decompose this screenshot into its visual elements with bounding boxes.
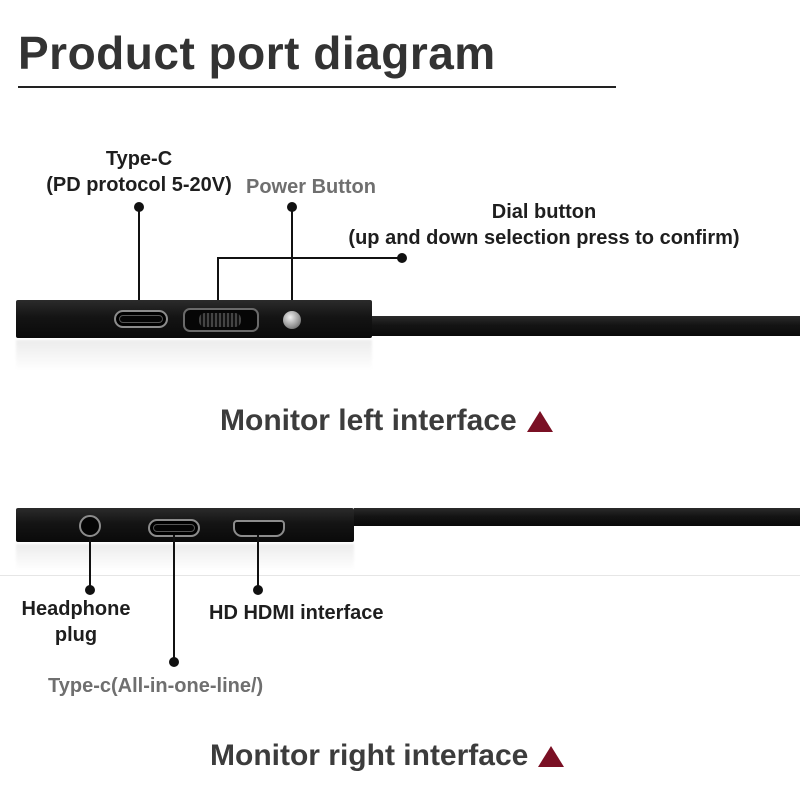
monitor-left-screen-edge: [372, 316, 800, 336]
power-button-label: Power Button: [246, 176, 376, 198]
monitor-left-reflection: [16, 340, 372, 370]
headphone-callout-line: [89, 537, 91, 589]
power-button-icon: [283, 311, 301, 329]
dial-button-label: Dial button (up and down selection press…: [318, 199, 770, 251]
monitor-right-reflection: [16, 544, 354, 570]
headphone-label: Headphone plug: [6, 596, 146, 648]
typec-label-line2: (PD protocol 5-20V): [46, 174, 232, 196]
triangle-up-icon: [538, 745, 565, 767]
headphone-label-line2: plug: [54, 624, 98, 646]
typec-all-in-one-callout-dot: [169, 657, 179, 667]
typec-label-line1: Type-C: [105, 148, 173, 170]
hdmi-port-icon: [233, 520, 285, 537]
section-divider: [0, 575, 800, 576]
dial-button-label-line2: (up and down selection press to confirm): [348, 227, 740, 249]
typec-port-icon: [114, 310, 168, 328]
left-interface-heading: Monitor left interface: [220, 404, 553, 438]
monitor-right-screen-edge: [354, 508, 800, 526]
hdmi-label: HD HDMI interface: [209, 602, 384, 624]
dial-button-label-line1: Dial button: [491, 201, 597, 223]
dial-wheel-icon: [183, 308, 259, 332]
right-interface-heading-text: Monitor right interface: [210, 739, 529, 772]
hdmi-callout-dot: [253, 585, 263, 595]
right-interface-heading: Monitor right interface: [210, 739, 565, 773]
typec-label: Type-C (PD protocol 5-20V): [8, 146, 270, 198]
page-title: Product port diagram: [18, 27, 496, 79]
hdmi-callout-line: [257, 535, 259, 589]
power-callout-line: [291, 207, 293, 301]
typec-all-in-one-label: Type-c(All-in-one-line/): [48, 675, 264, 697]
triangle-up-icon: [526, 410, 553, 432]
left-interface-heading-text: Monitor left interface: [220, 404, 517, 437]
dial-callout-hline: [217, 257, 399, 259]
title-underline: [18, 86, 616, 88]
headphone-jack-icon: [79, 515, 101, 537]
headphone-label-line1: Headphone: [21, 598, 131, 620]
headphone-callout-dot: [85, 585, 95, 595]
typec-callout-line: [138, 207, 140, 301]
typec-all-in-one-callout-line: [173, 535, 175, 661]
dial-callout-vline: [217, 257, 219, 301]
dial-callout-dot: [397, 253, 407, 263]
